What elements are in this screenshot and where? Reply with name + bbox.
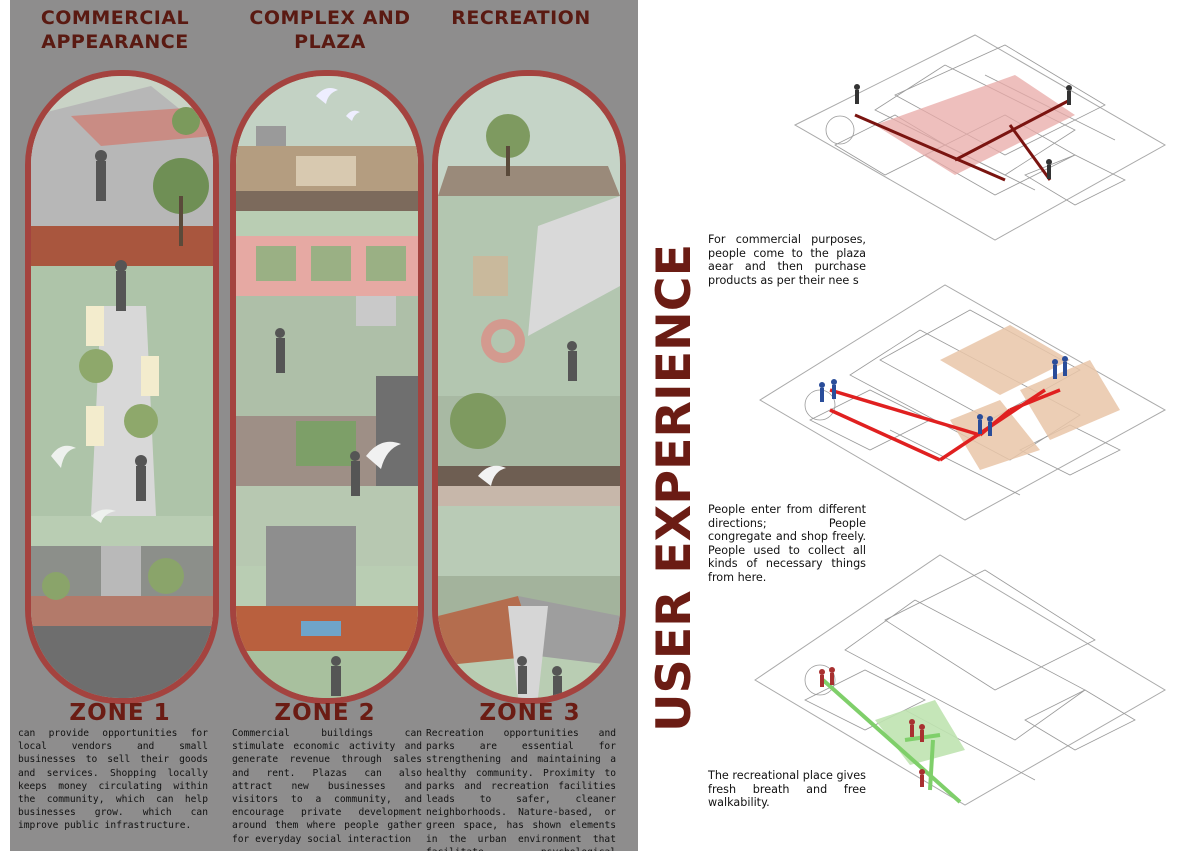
pedestrian-figures <box>854 84 1072 179</box>
site-map-recreation <box>754 554 1166 806</box>
zone-1-title: ZONE 1 <box>69 700 171 726</box>
zone-3-collage <box>432 70 626 704</box>
pedestrian-figures <box>819 667 925 787</box>
ux-text-commercial: For commercial purposes, people come to … <box>708 233 866 287</box>
commercial-route-lines <box>854 98 1071 182</box>
zone-1-description: can provide opportunities for local vend… <box>18 728 208 832</box>
zone-3-description: Recreation opportunities and parks are e… <box>426 728 616 851</box>
ux-text-plaza: People enter from different directions; … <box>708 503 866 584</box>
site-map-plaza <box>759 284 1167 521</box>
column-title-complex-and-plaza: COMPLEX AND PLAZA <box>230 6 430 54</box>
market-area-1 <box>940 325 1070 395</box>
zone-3-illustration <box>438 76 620 698</box>
column-title-commercial-appearance: COMMERCIAL APPEARANCE <box>15 6 215 54</box>
column-title-line1: COMMERCIAL <box>40 7 190 29</box>
zone-1-collage <box>25 70 219 704</box>
column-title-line1: RECREATION <box>451 7 591 29</box>
user-experience-title: USER EXPERIENCE <box>652 244 700 732</box>
plaza-highlight-area <box>875 75 1075 175</box>
market-area-3 <box>950 400 1040 470</box>
market-area-2 <box>1020 360 1120 440</box>
user-experience-title-text: USER EXPERIENCE <box>652 244 700 732</box>
zone-2-collage <box>230 70 424 704</box>
zone-2-description: Commercial buildings can stimulate econo… <box>232 728 422 845</box>
site-map-commercial <box>793 34 1167 241</box>
column-title-line1: COMPLEX AND <box>249 7 411 29</box>
zone-1-illustration <box>31 76 213 698</box>
left-panel: COMMERCIAL APPEARANCE <box>10 0 638 851</box>
pedestrian-figures <box>819 356 1068 436</box>
ux-text-recreation: The recreational place gives fresh breat… <box>708 769 866 810</box>
zone-3-title: ZONE 3 <box>479 700 581 726</box>
plaza-route-lines <box>829 388 1061 462</box>
zone-2-illustration <box>236 76 418 698</box>
zone-2-title: ZONE 2 <box>274 700 376 726</box>
column-title-recreation: RECREATION <box>421 6 621 30</box>
column-title-line2: APPEARANCE <box>41 31 189 53</box>
column-title-line2: PLAZA <box>294 31 366 53</box>
